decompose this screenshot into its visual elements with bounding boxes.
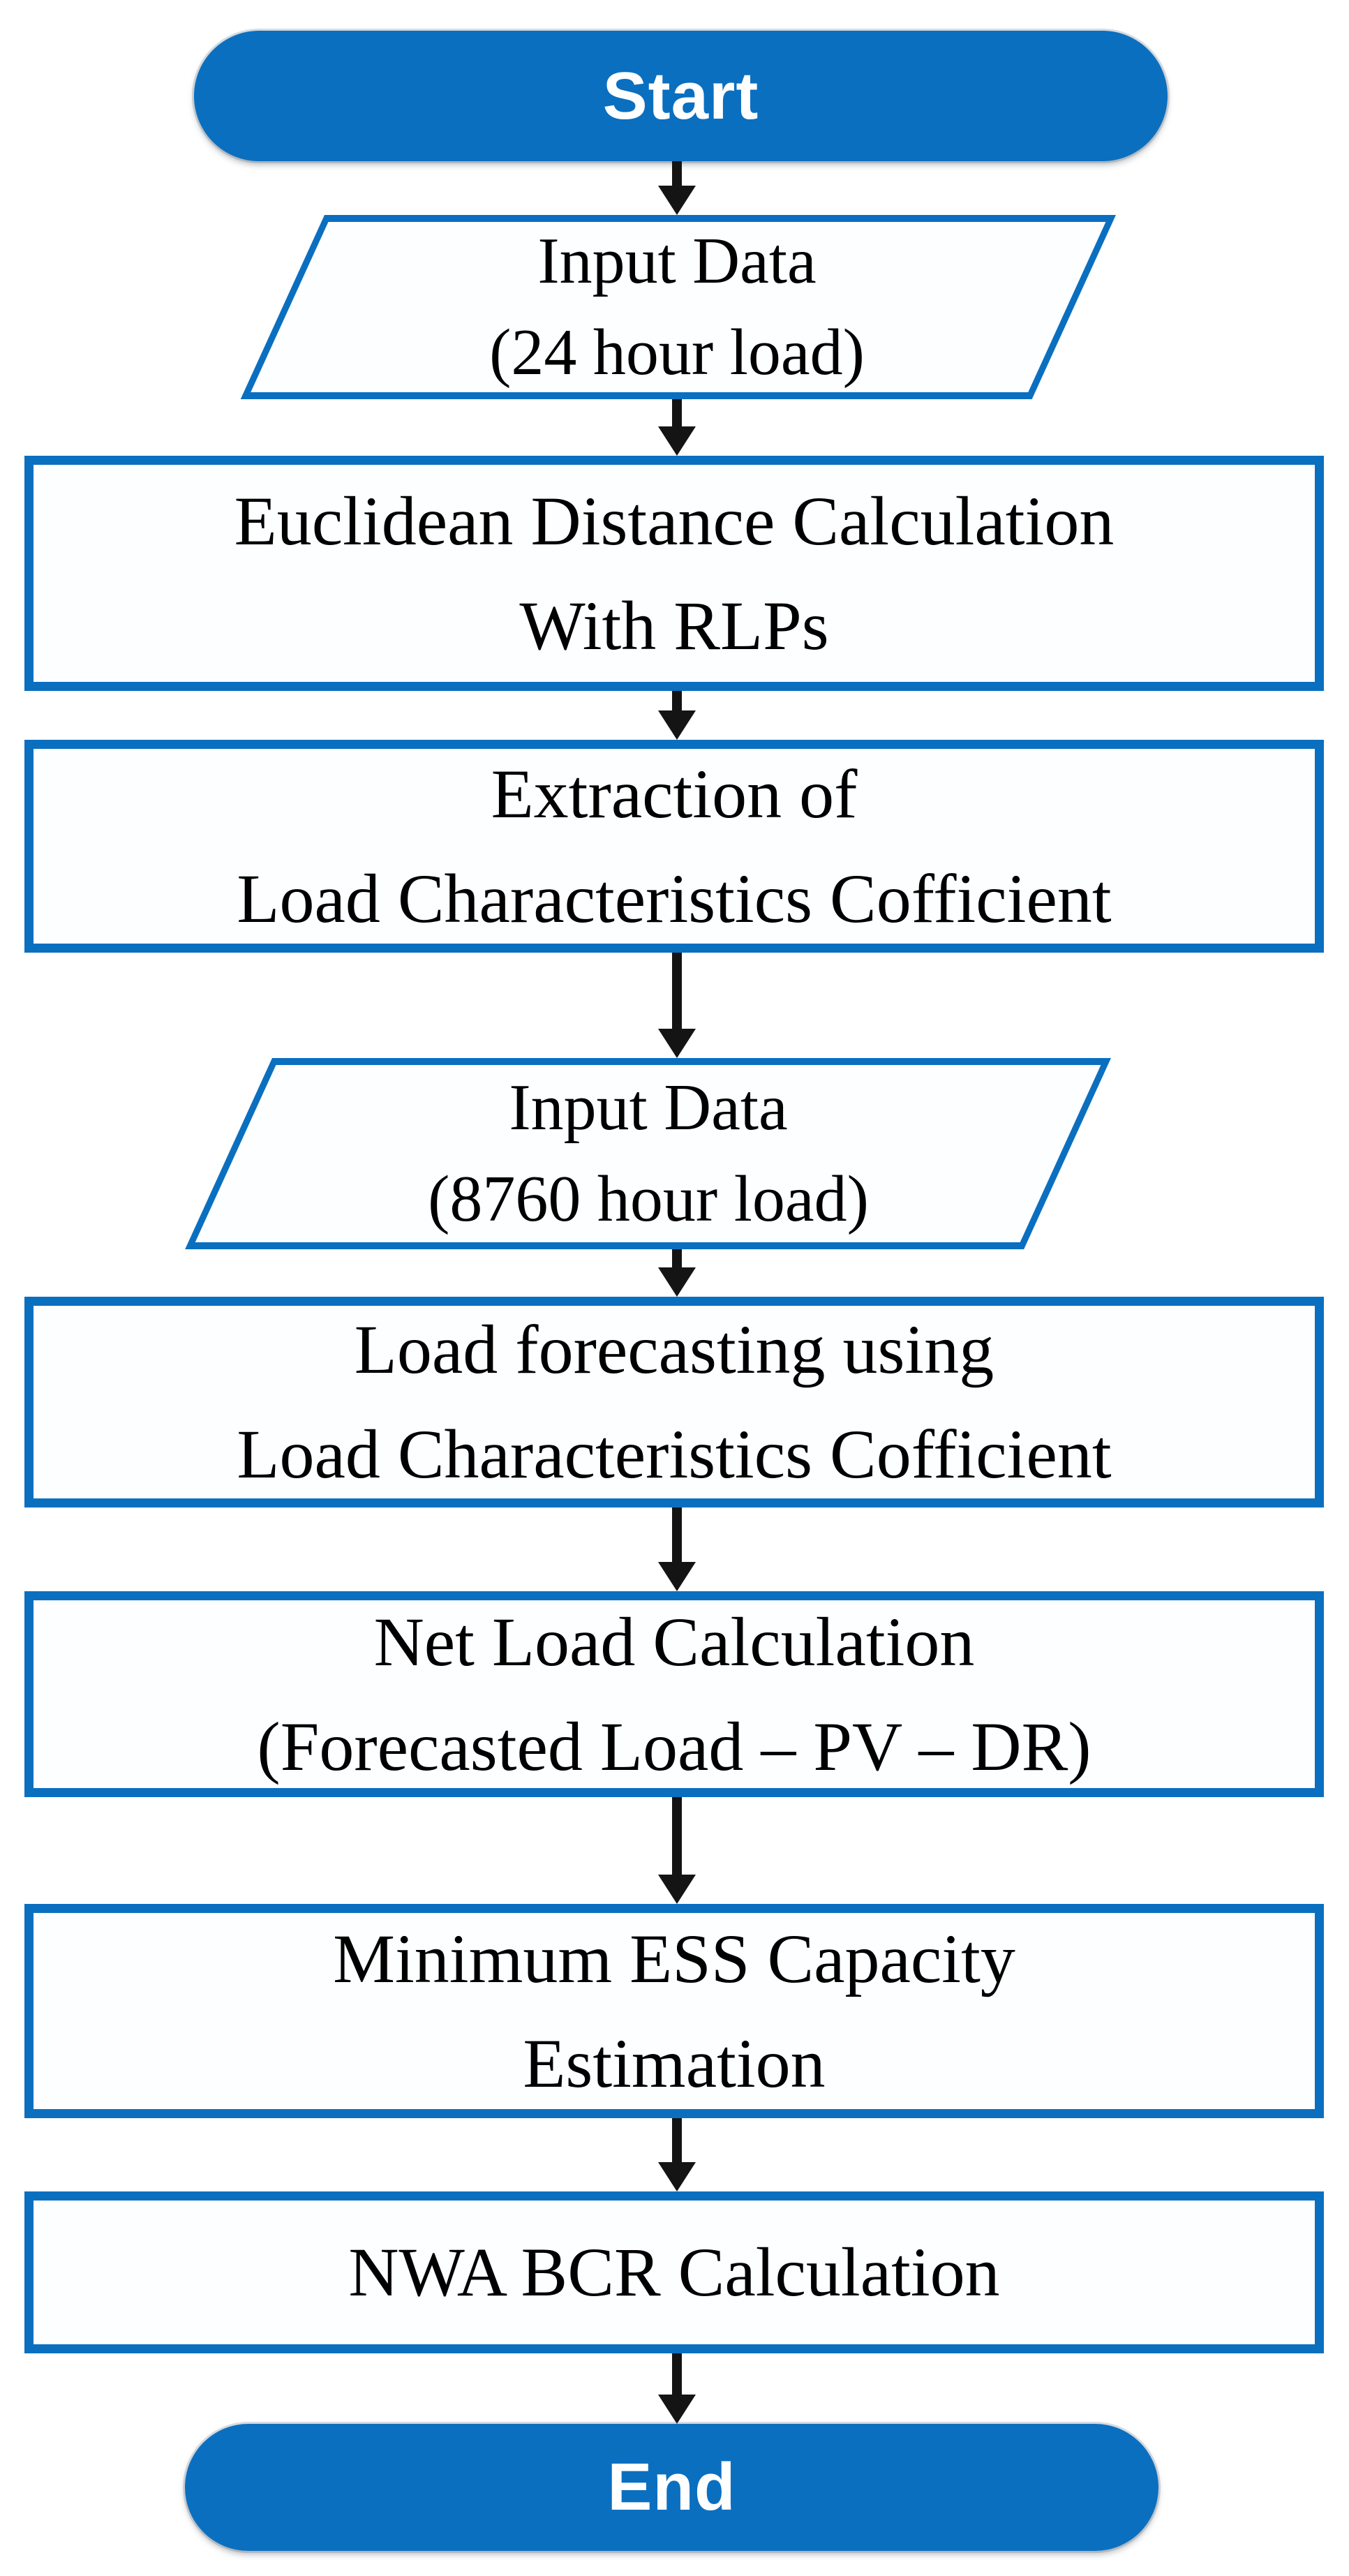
arrow-shaft [672,2353,682,2395]
flow-arrow [658,1249,696,1297]
io-node-text: Input Data (24 hour load) [281,215,1073,399]
arrow-head-icon [658,2395,696,2424]
node-label-line: Load Characteristics Cofficient [237,1415,1112,1493]
flow-arrow [658,2353,696,2424]
node-label-line: Input Data [537,225,817,297]
arrow-shaft [672,691,682,710]
arrow-shaft [672,2118,682,2162]
process-node-euclidean-distance: Euclidean Distance Calculation With RLPs [24,456,1324,691]
arrow-head-icon [658,1267,696,1297]
node-label-line: Minimum ESS Capacity [333,1919,1015,1997]
io-node-input-8760h: Input Data (8760 hour load) [185,1058,1112,1249]
arrow-shaft [672,1507,682,1562]
arrow-shaft [672,1249,682,1267]
process-node-nwa-bcr: NWA BCR Calculation [24,2191,1324,2353]
process-node-load-forecasting: Load forecasting using Load Characterist… [24,1297,1324,1507]
arrow-head-icon [658,1029,696,1058]
flow-arrow [658,1797,696,1904]
arrow-shaft [672,953,682,1029]
arrow-head-icon [658,2162,696,2191]
io-node-text: Input Data (8760 hour load) [229,1058,1068,1249]
node-label-line: Input Data [509,1071,788,1144]
flow-arrow [658,399,696,456]
arrow-head-icon [658,1875,696,1904]
process-node-ess-capacity: Minimum ESS Capacity Estimation [24,1904,1324,2118]
node-label-line: With RLPs [519,586,829,664]
flow-arrow [658,161,696,215]
flow-arrow [658,691,696,740]
flow-arrow [658,953,696,1058]
arrow-head-icon [658,710,696,740]
arrow-shaft [672,161,682,186]
node-label-line: Estimation [523,2024,826,2102]
start-terminal-node: Start [194,31,1168,161]
node-label-line: (8760 hour load) [428,1163,869,1235]
end-label: End [607,2450,736,2524]
start-label: Start [602,58,759,133]
node-label-line: Load Characteristics Cofficient [237,859,1112,937]
process-node-net-load: Net Load Calculation (Forecasted Load – … [24,1591,1324,1797]
end-terminal-node: End [185,2424,1158,2551]
node-label-line: Net Load Calculation [373,1602,975,1681]
arrow-shaft [672,1797,682,1875]
node-label-line: (Forecasted Load – PV – DR) [257,1707,1091,1785]
arrow-head-icon [658,186,696,215]
flow-arrow [658,2118,696,2191]
node-label-line: NWA BCR Calculation [348,2233,1000,2311]
flow-arrow [658,1507,696,1591]
node-label-line: Extraction of [491,754,858,833]
io-node-input-24h: Input Data (24 hour load) [240,215,1117,399]
node-label-line: Euclidean Distance Calculation [234,482,1115,560]
arrow-head-icon [658,426,696,456]
arrow-head-icon [658,1562,696,1591]
node-label-line: (24 hour load) [489,316,865,389]
arrow-shaft [672,399,682,426]
process-node-extraction: Extraction of Load Characteristics Coffi… [24,740,1324,953]
node-label-line: Load forecasting using [354,1311,994,1388]
